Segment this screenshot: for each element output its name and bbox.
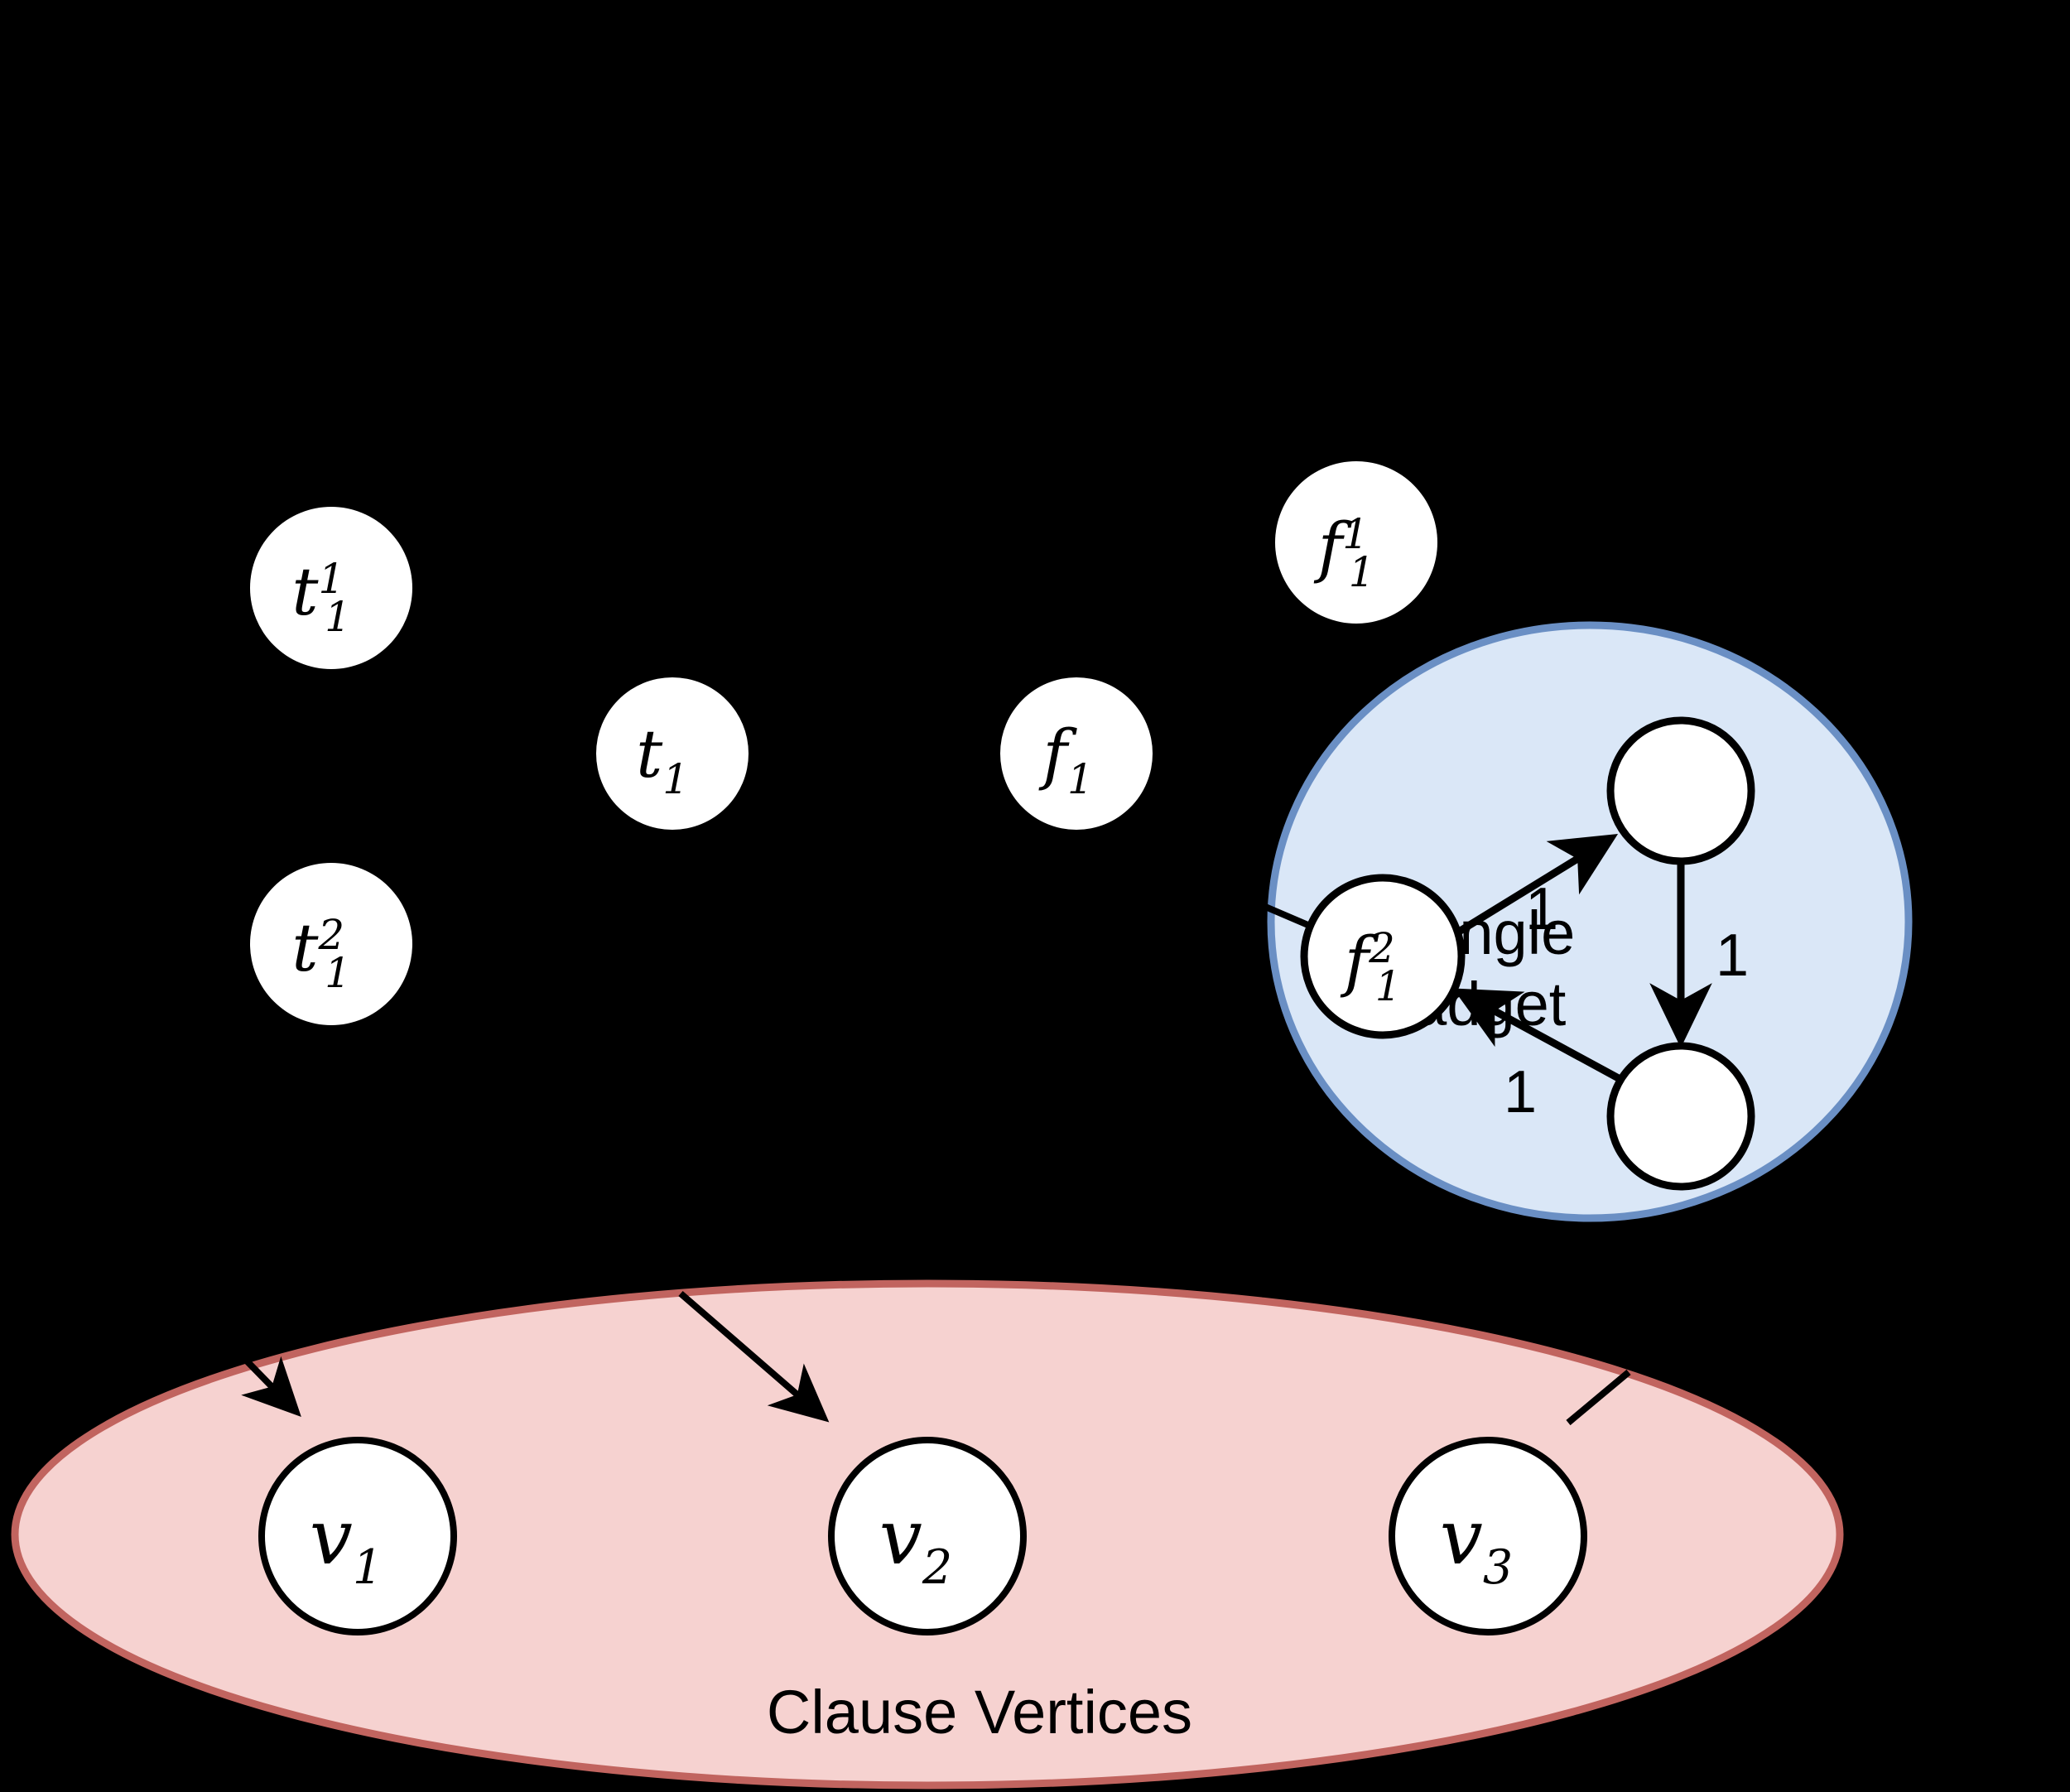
node-subscript: 2 <box>922 1540 952 1595</box>
node-superscript: 2 <box>318 911 345 959</box>
node-circle[interactable] <box>1606 1042 1755 1191</box>
node-superscript: 1 <box>319 555 345 603</box>
node-circle[interactable] <box>1000 677 1153 830</box>
node-circle[interactable] <box>828 1437 1027 1635</box>
node-v1[interactable]: v1 <box>258 1437 457 1635</box>
node-circle[interactable] <box>250 507 412 669</box>
node-circle[interactable] <box>250 863 412 1025</box>
node-circle[interactable] <box>1275 461 1437 624</box>
node-gadget-bottom[interactable] <box>1606 1042 1755 1191</box>
node-circle[interactable] <box>596 677 749 830</box>
node-base: t <box>291 553 319 630</box>
edge-line[interactable] <box>1456 834 1619 935</box>
edge-into-v2[interactable] <box>678 1290 830 1423</box>
edge-weight-label: 1 <box>1716 922 1749 989</box>
node-base: t <box>636 715 663 792</box>
node-subscript: 1 <box>325 949 351 997</box>
node-circle[interactable] <box>1389 1437 1587 1635</box>
node-base: v <box>1440 1493 1483 1582</box>
node-circle[interactable] <box>258 1437 457 1635</box>
node-subscript: 1 <box>325 593 351 641</box>
node-label: v3 <box>1440 1493 1513 1595</box>
node-subscript: 1 <box>1067 755 1094 803</box>
node-label: t1 <box>636 715 689 803</box>
edge-into-v1[interactable] <box>229 1343 301 1418</box>
node-v2[interactable]: v2 <box>828 1437 1027 1635</box>
node-t1[interactable]: t1 <box>596 677 749 830</box>
node-circle[interactable] <box>1606 716 1755 865</box>
node-base: t <box>291 909 319 986</box>
node-f1[interactable]: f1 <box>1000 677 1153 830</box>
node-v3[interactable]: v3 <box>1389 1437 1587 1635</box>
edge-weight-label: 1 <box>1504 1059 1537 1125</box>
node-subscript: 1 <box>1375 962 1402 1010</box>
node-base: v <box>310 1493 353 1582</box>
node-subscript: 1 <box>662 755 689 803</box>
node-subscript: 1 <box>353 1540 383 1595</box>
edge-gadget-bottom-to-f12[interactable]: 1 <box>1452 988 1627 1125</box>
edge-gadget-top-to-bottom[interactable]: 1 <box>1649 864 1749 1048</box>
edge-f12-to-gadget-top[interactable]: 1 <box>1456 834 1619 942</box>
node-subscript: 1 <box>1349 548 1375 596</box>
node-gadget-top[interactable] <box>1606 716 1755 865</box>
edge-into-f1-2[interactable] <box>1206 879 1312 929</box>
edge-weight-label: 1 <box>1525 876 1558 942</box>
edge-line[interactable] <box>1452 988 1627 1085</box>
edge-from-v3[interactable] <box>1566 1369 1631 1426</box>
node-label: v1 <box>310 1493 383 1595</box>
clause-vertices-label: Clause Vertices <box>767 1678 1192 1746</box>
node-circle[interactable] <box>1300 874 1466 1039</box>
node-superscript: 2 <box>1368 924 1395 972</box>
node-subscript: 3 <box>1483 1540 1513 1595</box>
node-base: v <box>879 1493 922 1582</box>
node-label: v2 <box>879 1493 952 1595</box>
node-superscript: 1 <box>1342 510 1369 558</box>
